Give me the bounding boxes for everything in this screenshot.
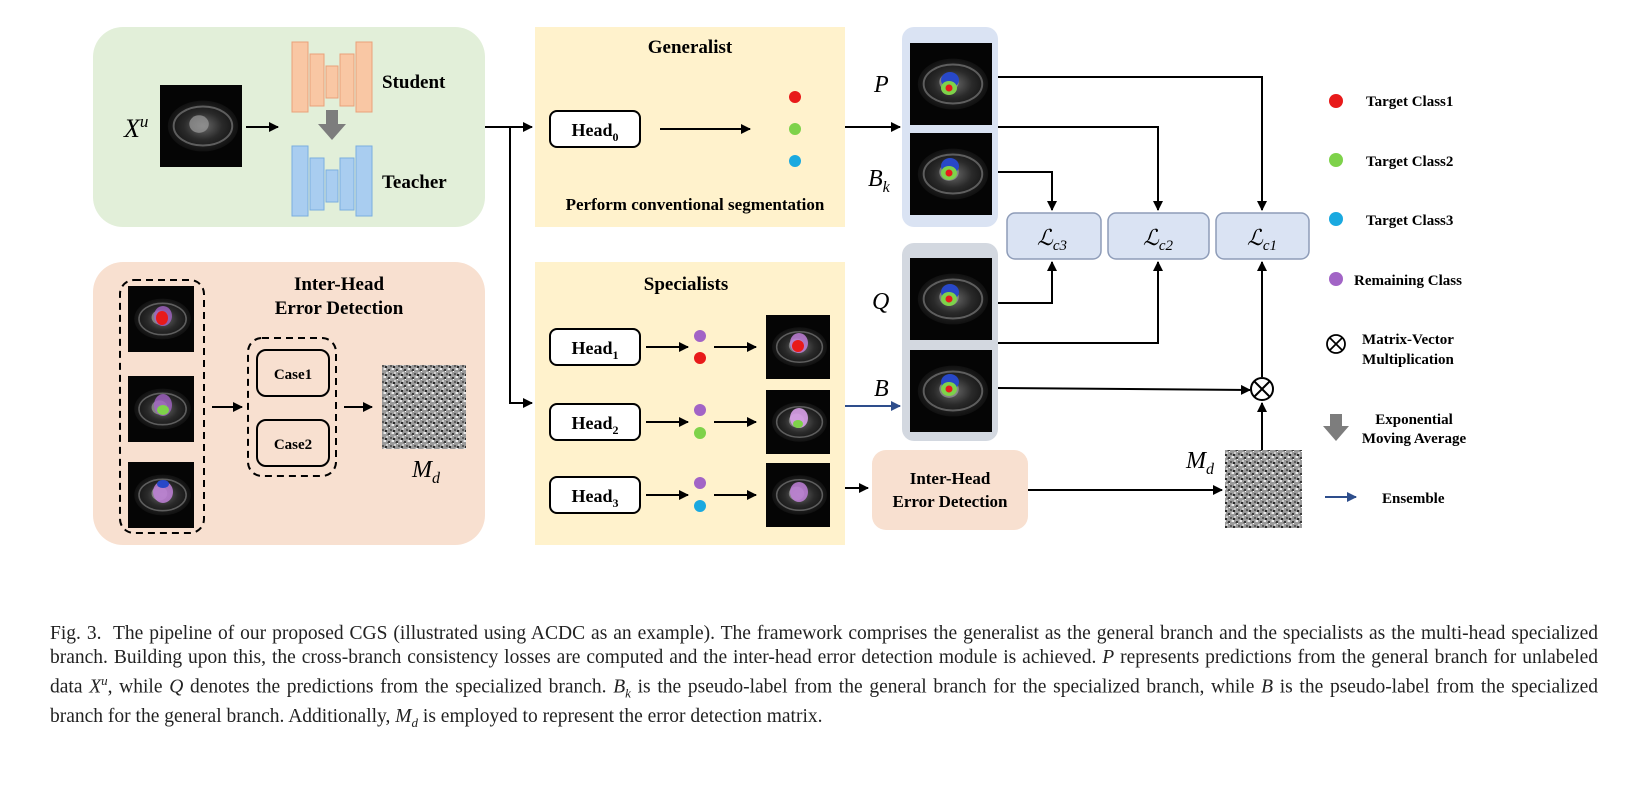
- legend-remaining: Remaining Class: [1354, 273, 1462, 289]
- class1-dot: [789, 91, 801, 103]
- legend-class2: Target Class2: [1366, 154, 1453, 170]
- loss-c3-box: [1006, 212, 1102, 260]
- B-label: B: [874, 376, 889, 402]
- inter-head-box: [872, 450, 1028, 530]
- multiply-icon: [1250, 377, 1274, 401]
- student-network-icon: [291, 41, 373, 113]
- inter-head-box-line2: Error Detection: [892, 492, 1008, 511]
- legend-ema-1: Exponential: [1375, 412, 1453, 428]
- caption-sentence-3: , while: [107, 676, 163, 698]
- loss-c3-label: ℒc3: [1037, 225, 1067, 254]
- B-to-multiply: [997, 384, 1251, 395]
- legend-ema-2: Moving Average: [1362, 431, 1467, 447]
- head1-row: Head1: [549, 315, 831, 379]
- inter-head-panel-title-1: Inter-Head: [294, 274, 384, 295]
- head0-box: [549, 110, 641, 148]
- legend-green-dot: [1329, 153, 1343, 167]
- legend-matrix-1: Matrix-Vector: [1362, 332, 1454, 348]
- case1-box: [256, 349, 330, 397]
- svg-text:Head1: Head1: [571, 338, 618, 362]
- arrow-teacher-to-specialists: [509, 127, 533, 408]
- student-label: Student: [382, 72, 446, 93]
- Q-label: Q: [872, 289, 889, 315]
- caption-sentence-7: is employed to represent the error detec…: [422, 705, 823, 727]
- caption-var-u: u: [101, 673, 108, 688]
- legend-class3: Target Class3: [1366, 213, 1453, 229]
- input-label: Xu: [123, 112, 148, 143]
- class3-dot: [789, 155, 801, 167]
- loss-c1-box: [1215, 212, 1310, 260]
- Q-to-loss-c3: [998, 261, 1057, 304]
- Bk-to-loss-c3: [998, 171, 1057, 211]
- legend-red-dot: [1329, 94, 1343, 108]
- input-panel: [93, 27, 485, 227]
- caption-var-Bk: B: [613, 676, 626, 698]
- caption-fig-num: Fig. 3.: [50, 623, 102, 644]
- caption-var-Q: Q: [169, 676, 184, 698]
- caption-sentence-6: is the pseudo-label from the specialized…: [50, 676, 1599, 727]
- class2-dot: [789, 123, 801, 135]
- legend-blue-dot: [1329, 212, 1343, 226]
- cases-group-box: [247, 337, 337, 477]
- caption-sentence-5: is the pseudo-label from the general bra…: [637, 676, 1255, 698]
- heads-group-box: [119, 279, 205, 534]
- head0-label: Head0: [571, 120, 618, 144]
- caption-sentence-1: The pipeline of our proposed CGS (illust…: [50, 623, 1598, 668]
- input-image: [160, 85, 242, 167]
- generalist-title: Generalist: [648, 37, 733, 58]
- loss-c2-label: ℒc2: [1143, 225, 1174, 254]
- md-matrix-left: [382, 365, 466, 449]
- P-to-loss-c2: [998, 126, 1163, 211]
- legend-matrix-2: Multiplication: [1362, 352, 1454, 368]
- caption-var-P: P: [1102, 646, 1115, 668]
- case2-box: [256, 419, 330, 467]
- md-matrix-right: [1225, 450, 1302, 528]
- head2-row: Head2: [549, 390, 831, 454]
- md-label-right: Md: [1185, 448, 1215, 478]
- teacher-label: Teacher: [382, 172, 447, 193]
- md-label-left: Md: [411, 457, 441, 487]
- generalist-subtitle: Perform conventional segmentation: [566, 195, 825, 214]
- caption-sentence-4: denotes the predictions from the special…: [190, 676, 607, 698]
- loss-c2-box: [1107, 212, 1210, 260]
- teacher-network-icon: [291, 145, 373, 217]
- figure-caption: Fig. 3. The pipeline of our proposed CGS…: [50, 622, 1598, 734]
- case2-label: Case2: [274, 437, 312, 453]
- legend: Target Class1 Target Class2 Target Class…: [1323, 94, 1466, 507]
- inter-head-box-line1: Inter-Head: [910, 469, 991, 488]
- svg-text:Head3: Head3: [571, 486, 618, 510]
- legend-purple-dot: [1329, 272, 1343, 286]
- specialists-title: Specialists: [644, 274, 728, 295]
- legend-ensemble: Ensemble: [1382, 491, 1445, 507]
- caption-var-M: M: [395, 705, 412, 727]
- caption-sentence-2: represents predictions from the general …: [50, 646, 1599, 698]
- legend-class1: Target Class1: [1366, 94, 1453, 110]
- ema-arrow-icon: [318, 110, 346, 140]
- caption-var-k: k: [625, 685, 631, 701]
- head3-row: Head3: [549, 463, 831, 527]
- Bk-label: Bk: [868, 166, 891, 196]
- P-label: P: [873, 72, 889, 98]
- P-to-loss-c1: [998, 76, 1267, 211]
- caption-var-d: d: [411, 714, 419, 730]
- loss-c1-label: ℒc1: [1247, 225, 1277, 254]
- case1-label: Case1: [274, 367, 312, 383]
- legend-circle-times-icon: [1326, 334, 1346, 354]
- svg-text:Head2: Head2: [571, 413, 618, 437]
- Q-to-loss-c2: [998, 261, 1163, 344]
- caption-var-X: X: [89, 676, 102, 698]
- pipeline-diagram: Xu Student Teacher Inter-Head Error Dete…: [93, 27, 1466, 545]
- inter-head-panel-title-2: Error Detection: [275, 298, 404, 319]
- legend-down-arrow-icon: [1323, 414, 1349, 441]
- caption-var-B: B: [1261, 676, 1274, 698]
